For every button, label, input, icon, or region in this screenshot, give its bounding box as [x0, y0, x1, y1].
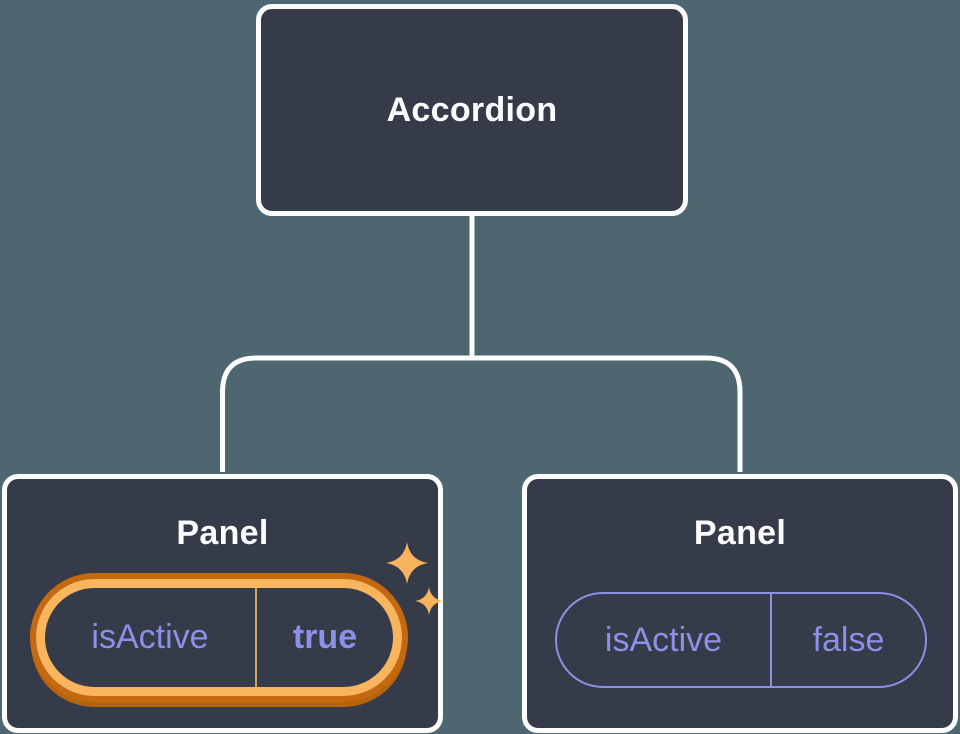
node-panel-inactive-label: Panel	[693, 514, 787, 552]
sparkle-small-icon	[415, 587, 443, 615]
prop-value-label: false	[812, 620, 885, 659]
prop-key-label: isActive	[604, 620, 723, 659]
node-panel-active-label: Panel	[176, 514, 269, 552]
prop-pill-isactive-true: isActive true	[36, 579, 402, 696]
prop-key-label: isActive	[91, 618, 209, 656]
prop-value-label: true	[292, 618, 358, 656]
prop-pill-isactive-false: isActive false	[555, 592, 927, 688]
node-panel-active: Panel isActive true	[2, 474, 443, 733]
node-accordion-label: Accordion	[386, 90, 558, 129]
pill-divider	[770, 594, 772, 686]
node-accordion: Accordion	[256, 4, 688, 216]
sparkle-large-icon	[386, 542, 428, 584]
node-panel-inactive: Panel isActive false	[522, 474, 958, 733]
sparkles-icon	[386, 542, 443, 615]
pill-divider	[255, 588, 257, 687]
